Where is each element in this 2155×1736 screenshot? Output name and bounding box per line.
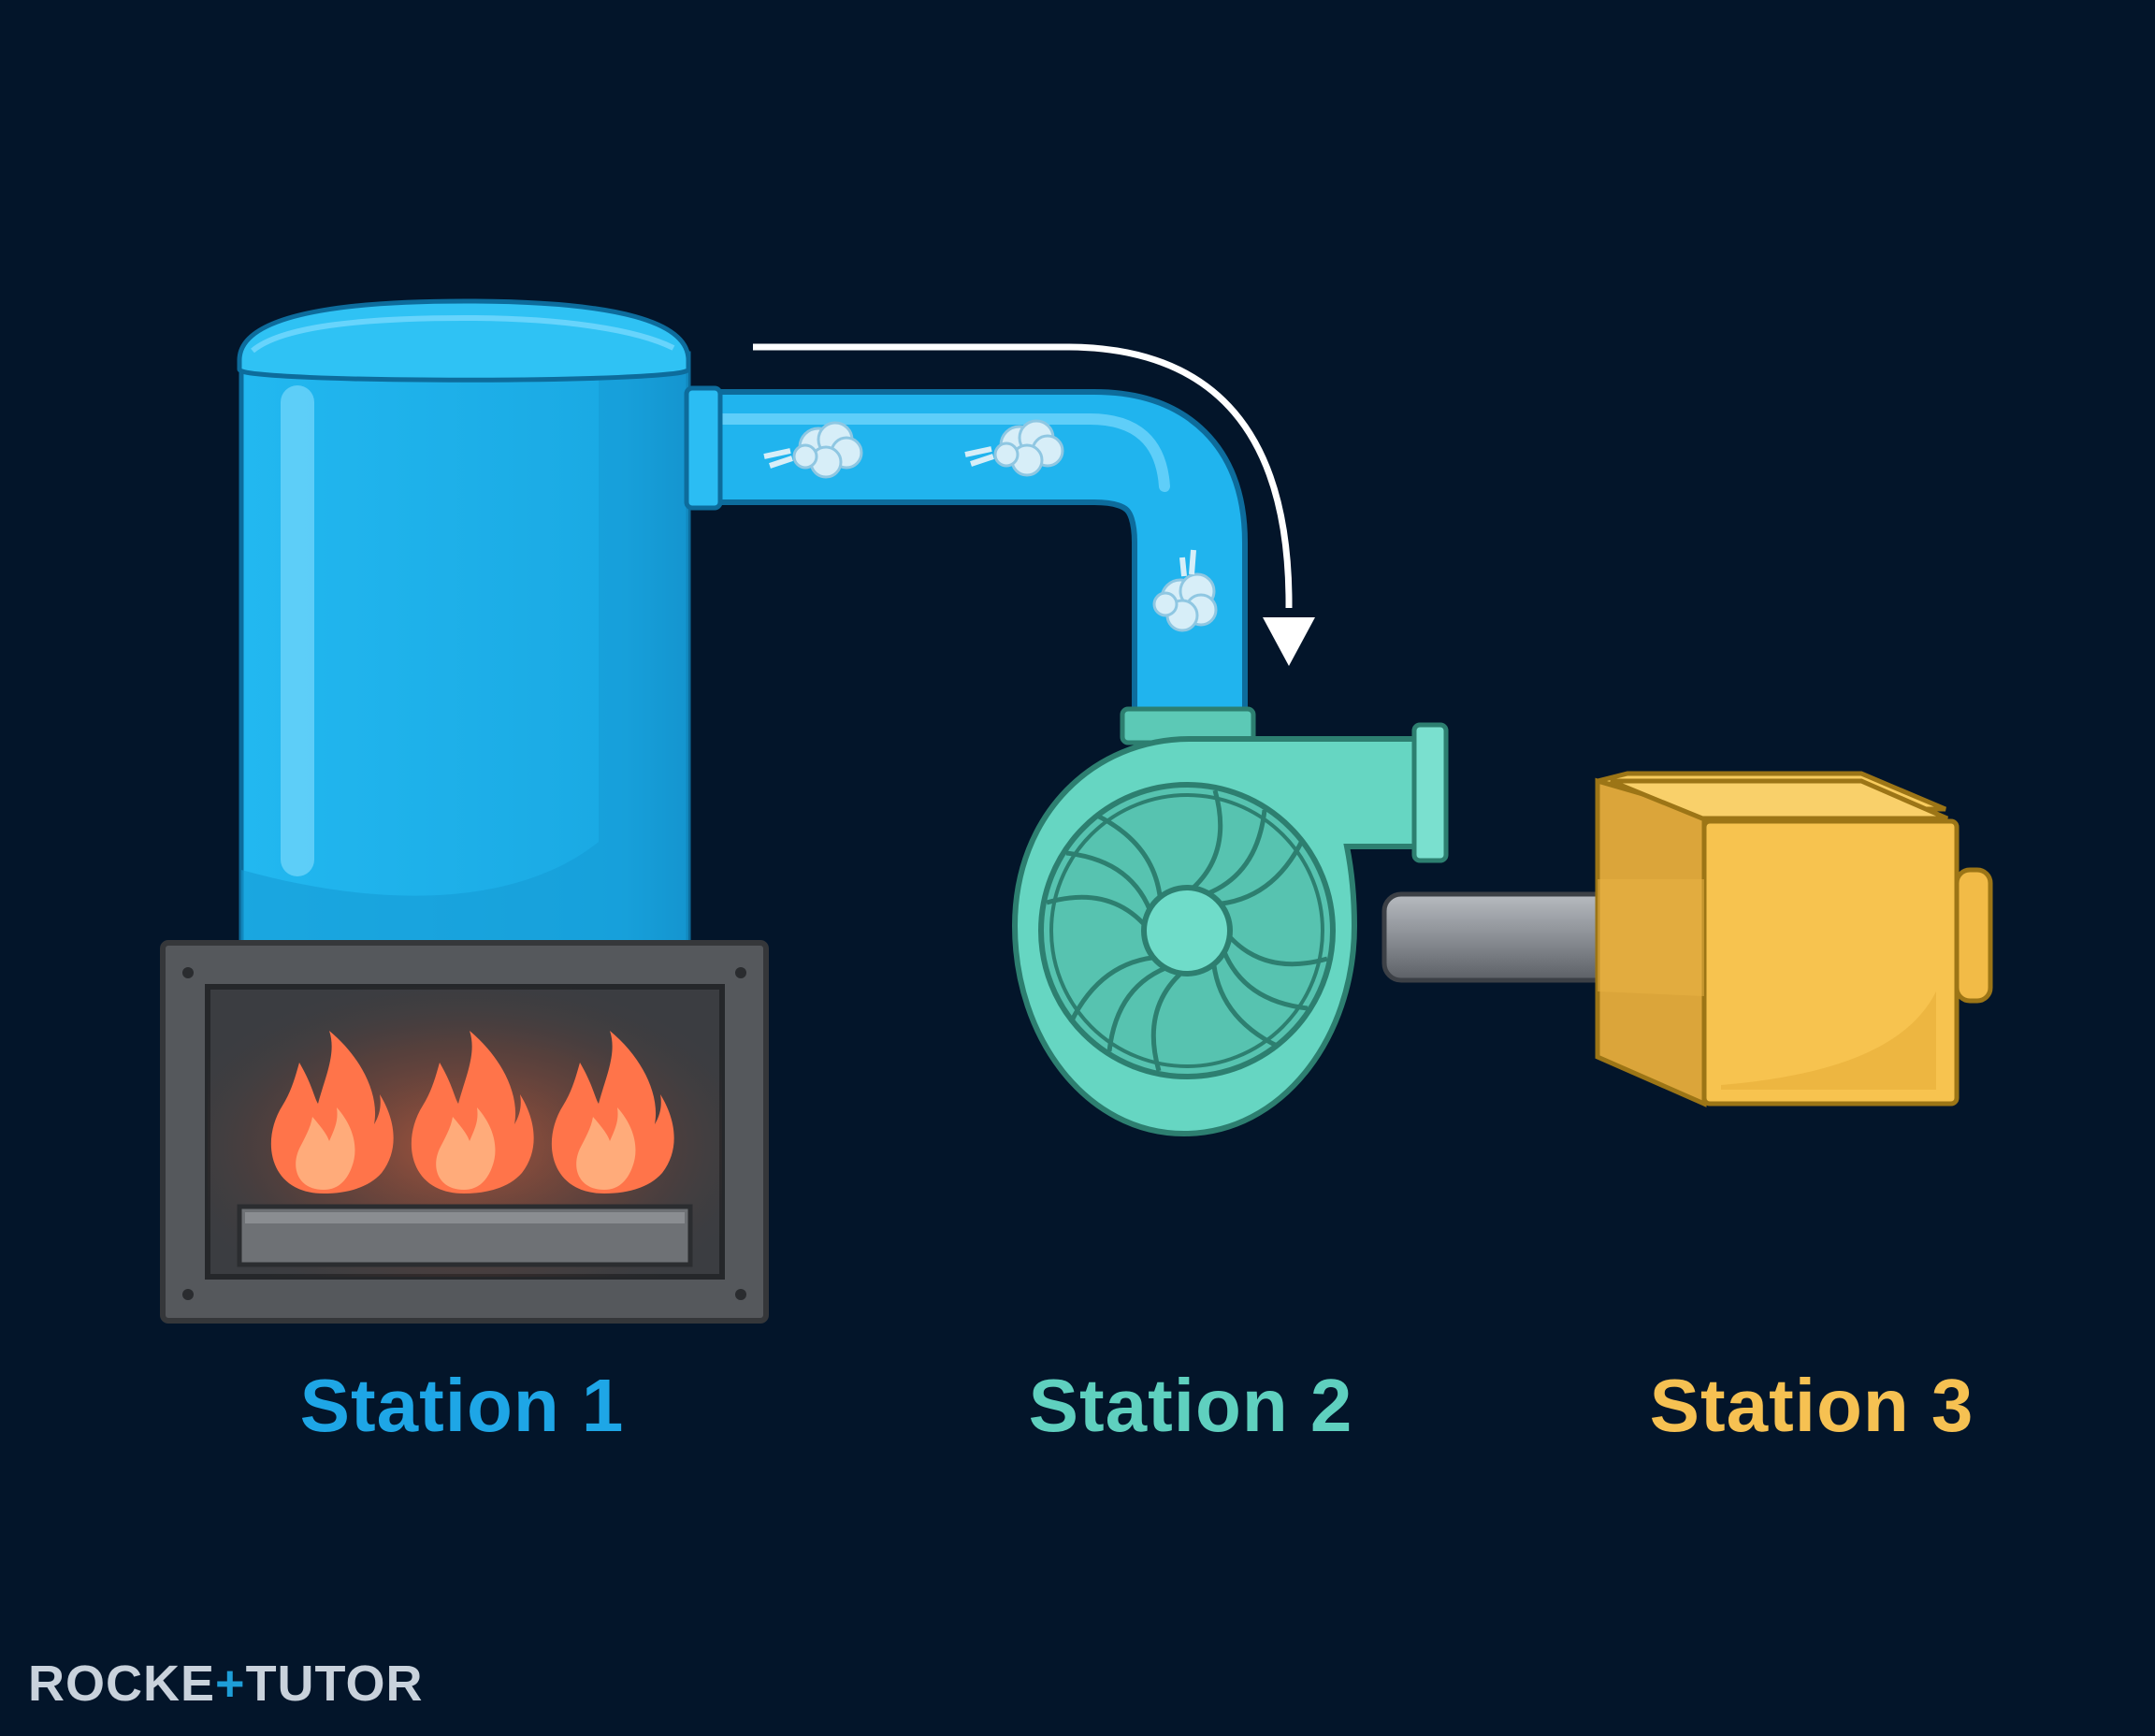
brand-plus: + (215, 1656, 246, 1712)
brand-logo: ROCKE+TUTOR (28, 1654, 424, 1714)
turbine-icon (1011, 706, 1449, 1137)
station-2-label: Station 2 (1028, 1364, 1353, 1447)
flow-arrow-icon (753, 343, 1315, 666)
station-3-label: Station 3 (1649, 1364, 1974, 1447)
steam-puff-icon (763, 419, 1218, 632)
turbine-blades (1046, 789, 1328, 1072)
flame-icon (270, 1031, 674, 1194)
brand-text-part1: ROCKE (28, 1656, 216, 1712)
boiler-lid (237, 298, 691, 383)
steam-pipe-icon (684, 385, 1248, 716)
generator-box-icon (1595, 771, 1993, 1107)
station-1-label: Station 1 (299, 1364, 625, 1447)
brand-text-part2: TUTOR (245, 1656, 424, 1712)
boiler (237, 298, 691, 948)
